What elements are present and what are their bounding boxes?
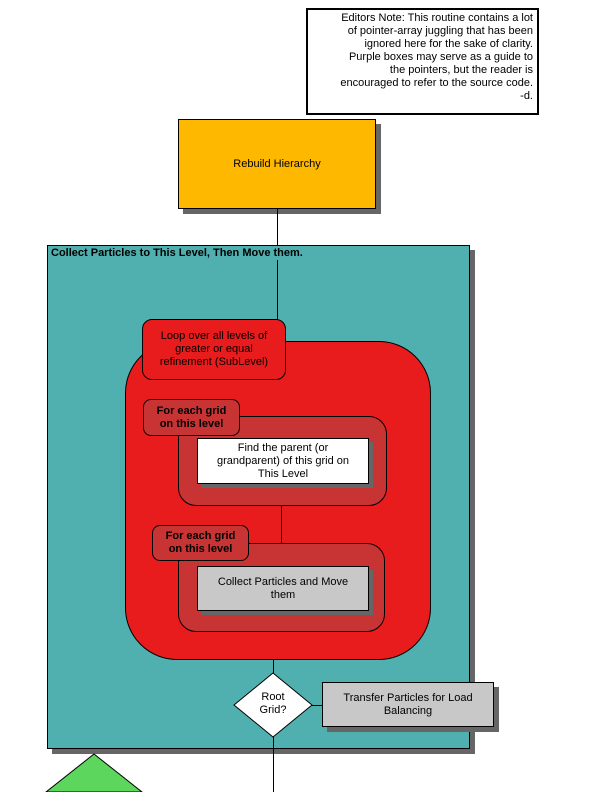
editors-note-text: Editors Note: This routine contains a lo…	[312, 12, 533, 103]
collect-move-line: Collect Particles and Move	[217, 575, 349, 588]
loop-levels-line: refinement (SubLevel)	[159, 356, 269, 368]
connector-line	[277, 260, 278, 320]
grid-loop-line: For each grid	[156, 404, 227, 417]
grid-loop-label-1: For each grid on this level	[143, 399, 240, 436]
connector-line	[312, 705, 323, 706]
find-parent-line: Find the parent (or	[237, 441, 329, 454]
note-line: ignored here for the sake of clarity.	[364, 38, 533, 50]
find-parent-line: grandparent) of this grid on	[216, 454, 350, 467]
grid-loop-line: on this level	[168, 543, 233, 555]
note-line: Editors Note: This routine contains a lo…	[341, 12, 533, 24]
find-parent-box: Find the parent (or grandparent) of this…	[197, 438, 369, 484]
loop-levels-line: greater or equal	[175, 343, 253, 355]
note-line: encouraged to refer to the source code.	[340, 77, 533, 89]
root-grid-diamond	[233, 672, 313, 738]
root-grid-line: Grid?	[259, 704, 287, 716]
connector-line	[281, 506, 282, 543]
rebuild-hierarchy-box: Rebuild Hierarchy	[178, 119, 376, 209]
note-line: of pointer-array juggling that has been	[347, 25, 533, 37]
root-grid-label: Root Grid?	[243, 688, 303, 720]
grid-loop-line: For each grid	[165, 530, 236, 542]
note-line: the pointers, but the reader is	[389, 64, 533, 76]
find-parent-line: This Level	[257, 467, 309, 480]
loop-levels-line: Loop over all levels of	[160, 330, 268, 342]
collect-move-box: Collect Particles and Move them	[197, 566, 369, 611]
transfer-box: Transfer Particles for Load Balancing	[322, 682, 494, 727]
transfer-line: Transfer Particles for Load	[343, 691, 473, 704]
editors-note: Editors Note: This routine contains a lo…	[306, 8, 539, 115]
note-line: Purple boxes may serve as a guide to	[348, 51, 533, 63]
transfer-line: Balancing	[383, 704, 433, 717]
root-grid-line: Root	[261, 691, 285, 703]
green-triangle	[45, 753, 143, 792]
grid-loop-line: on this level	[159, 417, 224, 430]
rebuild-hierarchy-label: Rebuild Hierarchy	[233, 157, 321, 170]
note-line: -d.	[520, 90, 533, 102]
collect-move-line: them	[270, 588, 296, 601]
collect-section-title: Collect Particles to This Level, Then Mo…	[51, 247, 303, 259]
grid-loop-label-2: For each grid on this level	[152, 525, 249, 561]
connector-line	[277, 209, 278, 246]
loop-levels-box: Loop over all levels of greater or equal…	[142, 319, 286, 380]
